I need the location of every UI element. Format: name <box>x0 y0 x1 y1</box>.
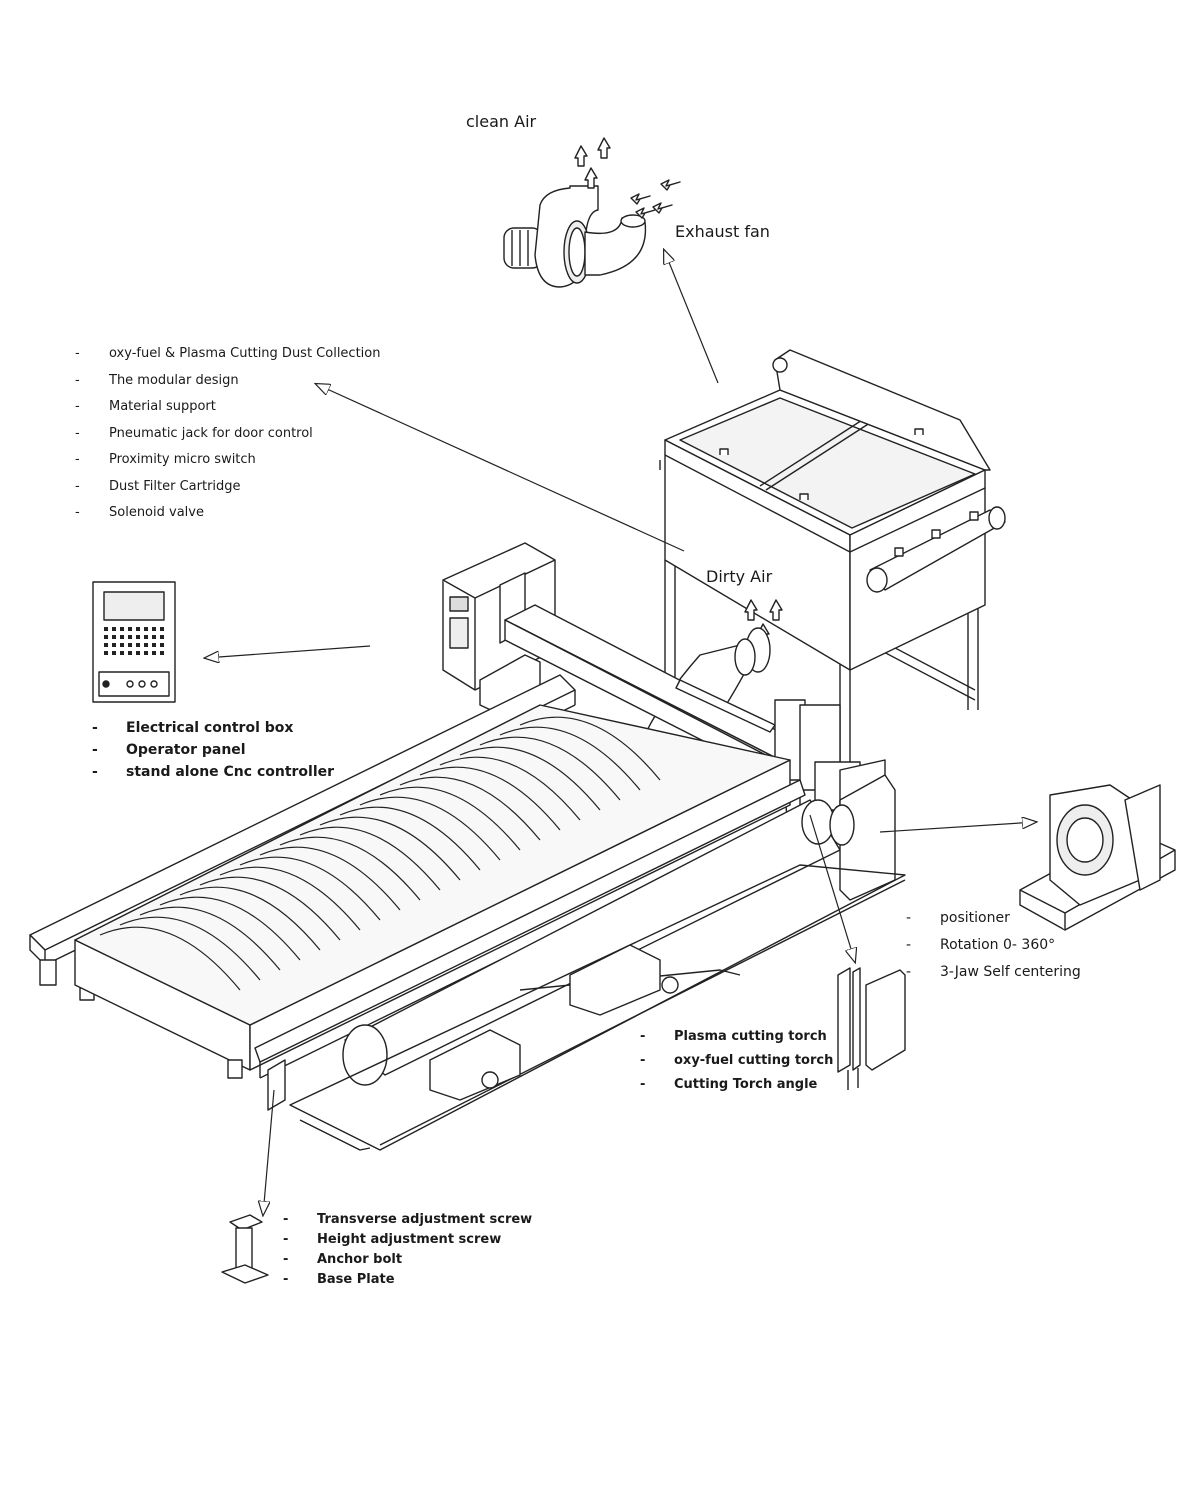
list-item: -Transverse adjustment screw <box>283 1212 533 1227</box>
list-item: -Plasma cutting torch <box>640 1029 827 1044</box>
leader-arrows <box>205 250 1036 1215</box>
clean-air-label: clean Air <box>466 112 537 131</box>
intake-arrows <box>630 179 681 219</box>
dirty-air-label: Dirty Air <box>706 567 773 586</box>
dust-collector-illustration <box>659 349 1006 780</box>
list-item: -Material support <box>75 399 216 414</box>
list-item: -Height adjustment screw <box>283 1232 502 1247</box>
list-item: -Base Plate <box>283 1272 395 1287</box>
list-item: -oxy-fuel & Plasma Cutting Dust Collecti… <box>75 346 381 361</box>
list-item: -The modular design <box>75 372 239 388</box>
torch-closeup-illustration <box>837 967 906 1090</box>
control-panel-closeup-illustration <box>92 581 176 703</box>
list-item: -stand alone Cnc controller <box>92 764 335 780</box>
list-item: -Operator panel <box>92 742 246 758</box>
positioner-feature-list: -positioner -Rotation 0- 360° -3-Jaw Sel… <box>906 905 1081 986</box>
torch-feature-list: -Plasma cutting torch -oxy-fuel cutting … <box>640 1025 833 1097</box>
list-item: -3-Jaw Self centering <box>906 964 1081 980</box>
table-slats <box>99 716 661 991</box>
cutting-table-illustration <box>29 674 906 1151</box>
foot-feature-list: -Transverse adjustment screw -Height adj… <box>283 1210 532 1290</box>
list-item: -oxy-fuel cutting torch <box>640 1053 834 1068</box>
dust-collector-feature-list: -oxy-fuel & Plasma Cutting Dust Collecti… <box>75 341 380 527</box>
list-item: -positioner <box>906 910 1010 926</box>
list-item: -Anchor bolt <box>283 1252 403 1267</box>
list-item: -Dust Filter Cartridge <box>75 478 241 494</box>
list-item: -Pneumatic jack for door control <box>75 425 313 441</box>
positioner-closeup-illustration <box>1019 784 1176 931</box>
clean-air-arrows <box>574 137 611 189</box>
exhaust-fan-label: Exhaust fan <box>675 222 770 241</box>
list-item: -Electrical control box <box>92 720 294 736</box>
exhaust-fan-illustration <box>503 185 647 288</box>
keypad <box>104 627 164 655</box>
foot-closeup-illustration <box>221 1214 269 1284</box>
list-item: -Cutting Torch angle <box>640 1077 818 1092</box>
list-item: -Rotation 0- 360° <box>906 937 1056 953</box>
control-feature-list: -Electrical control box -Operator panel … <box>92 717 334 783</box>
list-item: -Solenoid valve <box>75 505 204 520</box>
list-item: -Proximity micro switch <box>75 452 256 467</box>
